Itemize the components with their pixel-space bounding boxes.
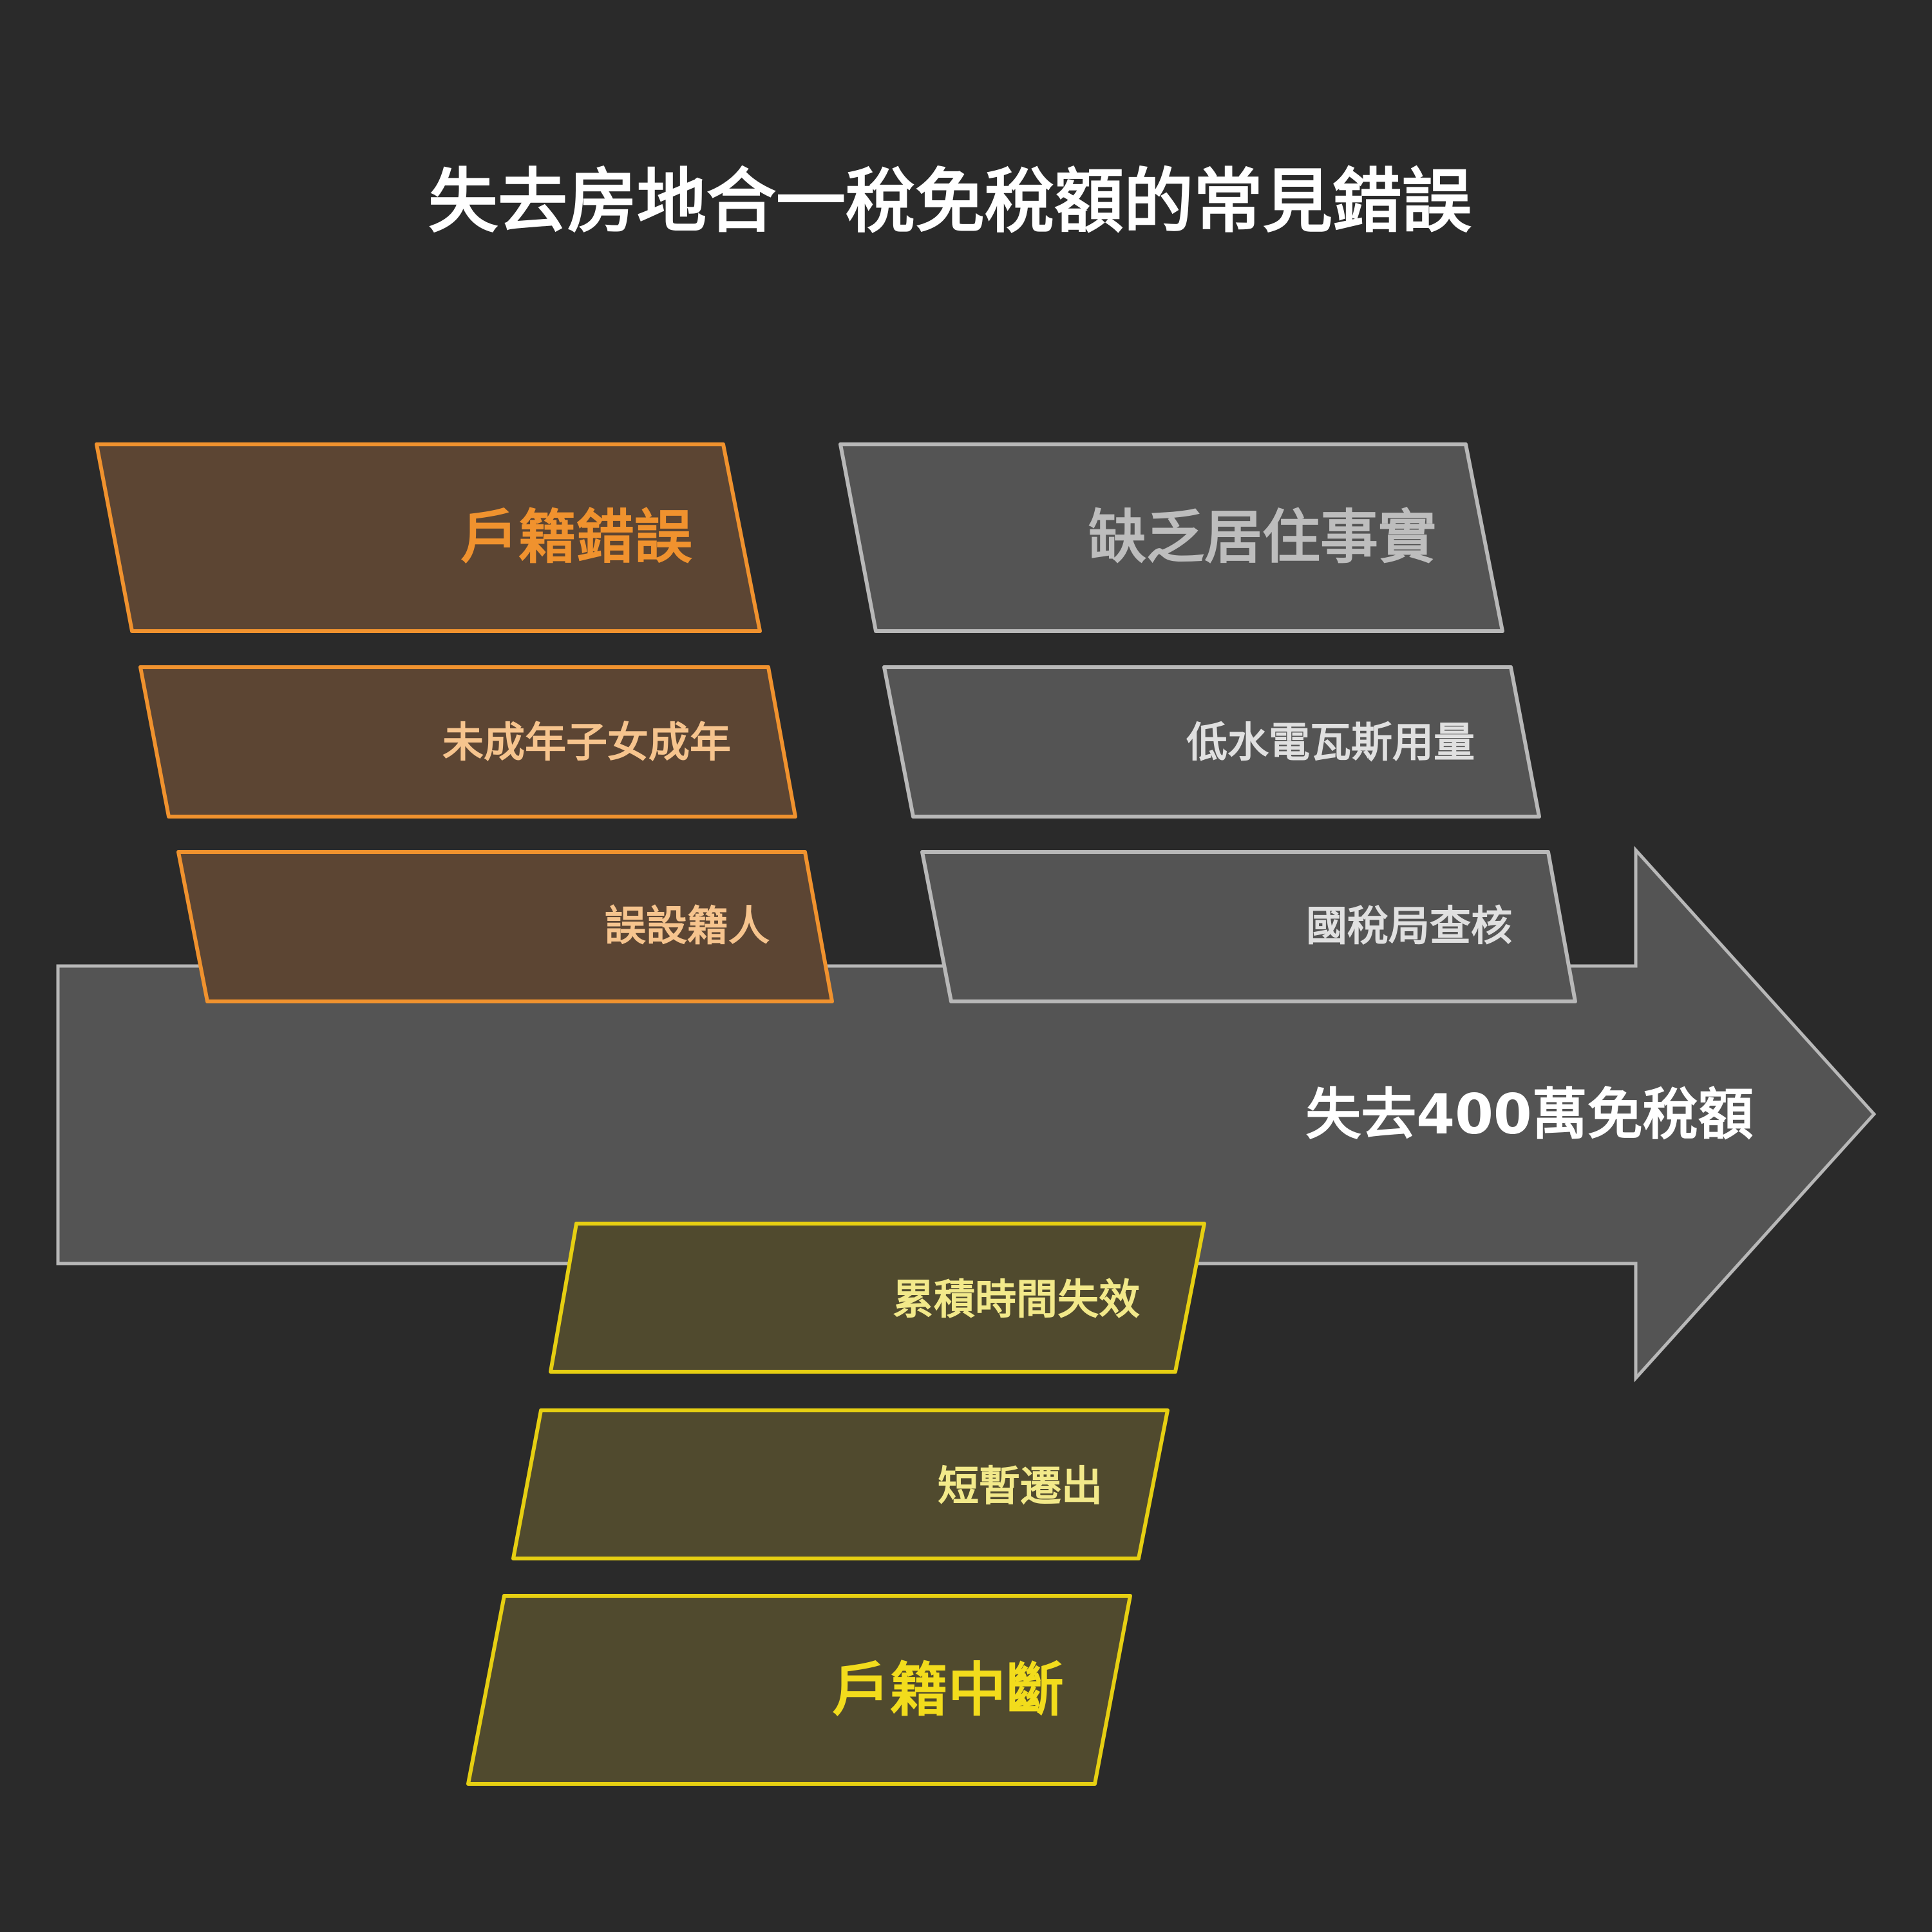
category-label-1: 缺乏居住事實 [1088,504,1436,571]
cause-box-2-1 [511,1408,1170,1560]
category-box-0 [95,442,762,633]
category-box-2 [466,1594,1132,1786]
cause-box-1-1 [920,850,1577,1003]
cause-box-0-1 [176,850,834,1003]
cause-label-1-1: 國稅局查核 [1306,903,1512,951]
cause-label-2-0: 累積時間失效 [893,1276,1140,1324]
diagram-title: 失去房地合一稅免稅額的常見錯誤 [428,162,1472,242]
cause-label-1-0: 低水電瓦斯用量 [1186,719,1475,767]
cause-box-2-0 [549,1222,1206,1374]
cause-label-0-1: 誤設籍人 [605,903,770,951]
category-label-2: 戶籍中斷 [832,1656,1064,1724]
category-label-0: 戶籍錯誤 [460,504,692,571]
cause-label-2-1: 短暫遷出 [938,1463,1103,1511]
effect-label: 失去400萬免稅額 [1305,1083,1754,1147]
cause-box-0-0 [138,665,797,819]
cause-label-0-0: 未成年子女成年 [442,719,731,767]
cause-box-1-0 [882,665,1541,819]
category-box-1 [838,442,1504,633]
